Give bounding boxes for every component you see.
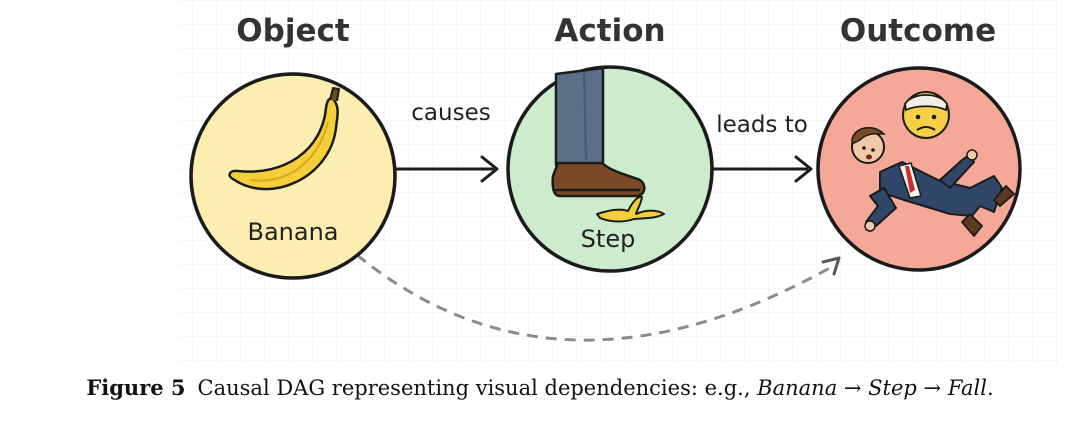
caption-arrow-2: → [916,376,948,400]
caption-chain-step: Step [868,376,917,400]
heading-outcome: Outcome [840,13,996,49]
object-node: Banana [189,72,397,280]
banana-peel-icon [596,195,665,223]
dashed-edge-object-to-outcome [356,253,836,342]
dashed-edge-arrowhead [821,256,841,276]
caption-chain-fall: Fall [947,376,987,400]
edge-label-causes: causes [411,100,490,126]
caption-text: Causal DAG representing visual dependenc… [197,376,758,400]
caption-figure-label: Figure 5 [86,375,186,400]
heading-action: Action [554,13,665,49]
caption-period: . [986,376,994,400]
foot-stepping-icon [551,66,646,198]
node-label-banana: Banana [247,218,338,246]
heading-object: Object [236,13,350,49]
edge-leads-to-arrowhead [794,155,813,183]
figure-caption: Figure 5 Causal DAG representing visual d… [0,375,1080,400]
banana-icon [228,87,340,191]
edge-causes-arrowhead [480,155,499,183]
injured-face-icon [902,91,950,139]
node-label-step: Step [581,225,636,253]
falling-man-icon [851,126,1016,238]
action-node: Step [506,65,714,273]
caption-arrow-1: → [837,376,869,400]
outcome-node [816,66,1022,272]
caption-chain-banana: Banana [757,376,838,400]
edge-label-leads-to: leads to [716,112,808,138]
